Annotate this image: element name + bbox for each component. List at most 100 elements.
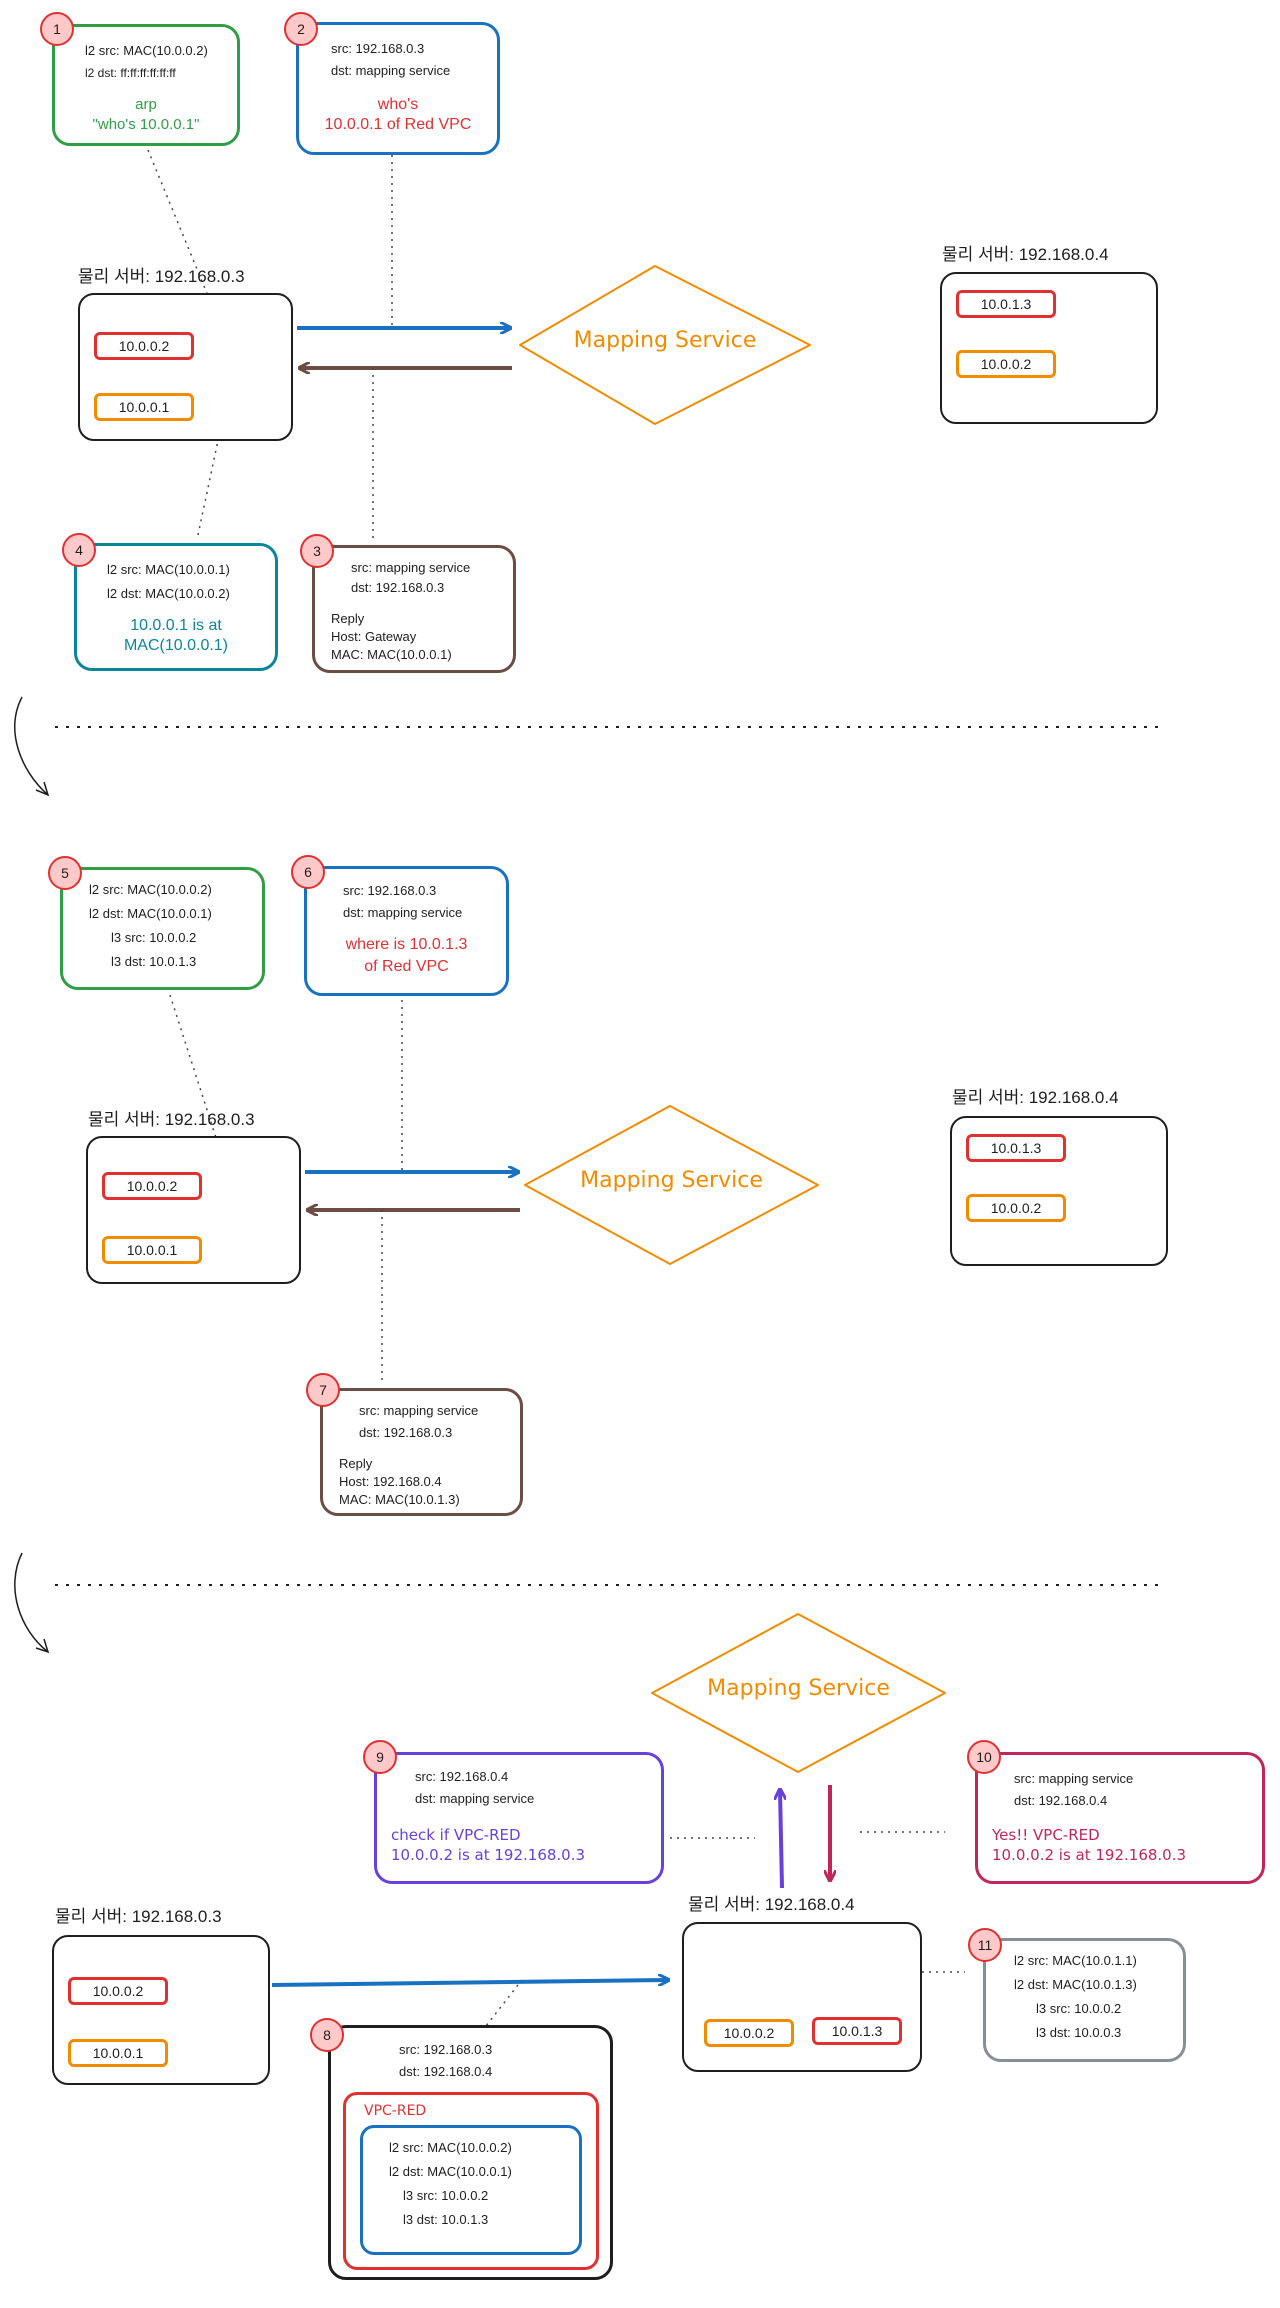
- packet-box-5: l2 src: MAC(10.0.0.2) l2 dst: MAC(10.0.0…: [60, 867, 265, 990]
- box3-line2: dst: 192.168.0.3: [351, 580, 445, 595]
- box8-line5: l3 src: 10.0.0.2: [403, 2188, 489, 2203]
- box3-line3: Reply: [331, 611, 365, 626]
- flow-curve-1: [14, 696, 49, 796]
- step-badge-8: 8: [310, 2018, 344, 2052]
- ip-chip-10-0-0-2: 10.0.0.2: [956, 350, 1056, 378]
- server-label-right-1: 물리 서버: 192.168.0.4: [942, 245, 1109, 264]
- step-badge-7: 7: [306, 1373, 340, 1407]
- box9-line4: 10.0.0.2 is at 192.168.0.3: [391, 1846, 586, 1864]
- step-badge-3: 3: [300, 534, 334, 568]
- server-label-right-3: 물리 서버: 192.168.0.4: [688, 1895, 855, 1914]
- box7-line1: src: mapping service: [359, 1403, 479, 1418]
- box10-line4: 10.0.0.2 is at 192.168.0.3: [992, 1846, 1187, 1864]
- step-badge-10: 10: [967, 1740, 1001, 1774]
- ip-chip-10-0-0-1: 10.0.0.1: [94, 393, 194, 421]
- packet-box-2: src: 192.168.0.3 dst: mapping service wh…: [296, 22, 500, 155]
- ip-chip-10-0-0-2: 10.0.0.2: [68, 1977, 168, 2005]
- box5-line2: l2 dst: MAC(10.0.0.1): [89, 906, 212, 921]
- mapping-service-shape-1: [519, 265, 811, 425]
- step-badge-1: 1: [40, 12, 74, 46]
- packet-box-6: src: 192.168.0.3 dst: mapping service wh…: [304, 866, 509, 996]
- ip-chip-10-0-1-3: 10.0.1.3: [966, 1134, 1066, 1162]
- box6-line2: dst: mapping service: [343, 905, 463, 920]
- step-badge-9: 9: [363, 1740, 397, 1774]
- packet-box-7: src: mapping service dst: 192.168.0.3 Re…: [320, 1388, 523, 1516]
- box2-line3: who's: [377, 96, 419, 113]
- box8-line6: l3 dst: 10.0.1.3: [403, 2212, 489, 2227]
- box3-line5: MAC: MAC(10.0.0.1): [331, 647, 452, 662]
- box10-line1: src: mapping service: [1014, 1771, 1134, 1786]
- arrow-tunnel: [271, 1980, 668, 1987]
- ip-chip-10-0-0-2: 10.0.0.2: [966, 1194, 1066, 1222]
- ip-chip-10-0-0-1: 10.0.0.1: [68, 2039, 168, 2067]
- server-left-3: 10.0.0.2 10.0.0.1: [52, 1935, 270, 2085]
- box1-line3: arp: [135, 96, 157, 113]
- box6-line3: where is 10.0.1.3: [345, 936, 468, 953]
- box11-line1: l2 src: MAC(10.0.1.1): [1014, 1953, 1137, 1968]
- arrow-check: [780, 1790, 782, 1889]
- ip-chip-10-0-0-2: 10.0.0.2: [704, 2019, 794, 2047]
- step-badge-11: 11: [968, 1928, 1002, 1962]
- packet-box-4: l2 src: MAC(10.0.0.1) l2 dst: MAC(10.0.0…: [74, 543, 278, 671]
- mapping-service-label-3: Mapping Service: [707, 1676, 890, 1701]
- box11-line2: l2 dst: MAC(10.0.1.3): [1014, 1977, 1137, 1992]
- ip-chip-10-0-0-2: 10.0.0.2: [102, 1172, 202, 1200]
- ip-chip-10-0-1-3: 10.0.1.3: [956, 290, 1056, 318]
- box1-line2: l2 dst: ff:ff:ff:ff:ff:ff: [85, 66, 176, 80]
- step-badge-2: 2: [284, 12, 318, 46]
- ip-chip-10-0-0-2: 10.0.0.2: [94, 332, 194, 360]
- flow-curve-2: [14, 1552, 49, 1653]
- box5-line4: l3 dst: 10.0.1.3: [111, 954, 197, 969]
- inner-packet-frame: l2 src: MAC(10.0.0.2) l2 dst: MAC(10.0.0…: [360, 2125, 582, 2255]
- box6-line1: src: 192.168.0.3: [343, 883, 437, 898]
- box3-line1: src: mapping service: [351, 560, 471, 575]
- server-label-left-1: 물리 서버: 192.168.0.3: [78, 267, 245, 286]
- box2-line4: 10.0.0.1 of Red VPC: [324, 116, 472, 133]
- server-label-left-2: 물리 서버: 192.168.0.3: [88, 1110, 255, 1129]
- box4-line3: 10.0.0.1 is at: [130, 617, 222, 634]
- step-badge-6: 6: [291, 855, 325, 889]
- box1-line1: l2 src: MAC(10.0.0.2): [85, 43, 208, 58]
- box5-line3: l3 src: 10.0.0.2: [111, 930, 197, 945]
- server-right-1: 10.0.1.3 10.0.0.2: [940, 272, 1158, 424]
- server-label-right-2: 물리 서버: 192.168.0.4: [952, 1088, 1119, 1107]
- step-badge-4: 4: [62, 533, 96, 567]
- packet-box-8: src: 192.168.0.3 dst: 192.168.0.4 VPC-RE…: [328, 2025, 613, 2280]
- box11-line3: l3 src: 10.0.0.2: [1036, 2001, 1122, 2016]
- step-badge-5: 5: [48, 856, 82, 890]
- packet-box-9: src: 192.168.0.4 dst: mapping service ch…: [374, 1752, 664, 1884]
- box9-line2: dst: mapping service: [415, 1791, 535, 1806]
- box7-line3: Reply: [339, 1456, 373, 1471]
- vpc-red-frame: VPC-RED l2 src: MAC(10.0.0.2) l2 dst: MA…: [343, 2092, 599, 2270]
- box4-line4: MAC(10.0.0.1): [123, 637, 229, 654]
- packet-box-10: src: mapping service dst: 192.168.0.4 Ye…: [975, 1752, 1265, 1884]
- box7-line2: dst: 192.168.0.3: [359, 1425, 453, 1440]
- ip-chip-10-0-1-3: 10.0.1.3: [812, 2017, 902, 2045]
- box9-line1: src: 192.168.0.4: [415, 1769, 509, 1784]
- packet-box-1: l2 src: MAC(10.0.0.2) l2 dst: ff:ff:ff:f…: [52, 24, 240, 146]
- box8-line1: src: 192.168.0.3: [399, 2042, 493, 2057]
- box8-line3: l2 src: MAC(10.0.0.2): [389, 2140, 512, 2155]
- box7-line4: Host: 192.168.0.4: [339, 1474, 442, 1489]
- server-left-2: 10.0.0.2 10.0.0.1: [86, 1136, 301, 1284]
- box5-line1: l2 src: MAC(10.0.0.2): [89, 882, 212, 897]
- packet-box-11: l2 src: MAC(10.0.1.1) l2 dst: MAC(10.0.1…: [983, 1938, 1186, 2062]
- box9-line3: check if VPC-RED: [391, 1826, 521, 1844]
- box4-line1: l2 src: MAC(10.0.0.1): [107, 562, 230, 577]
- packet-box-3: src: mapping service dst: 192.168.0.3 Re…: [312, 545, 516, 673]
- box7-line5: MAC: MAC(10.0.1.3): [339, 1492, 460, 1507]
- box11-line4: l3 dst: 10.0.0.3: [1036, 2025, 1122, 2040]
- mapping-service-shape-2: [524, 1105, 819, 1265]
- box4-line2: l2 dst: MAC(10.0.0.2): [107, 586, 230, 601]
- vpc-red-label: VPC-RED: [364, 2103, 427, 2119]
- mapping-service-label-2: Mapping Service: [580, 1168, 763, 1193]
- mapping-service-label-1: Mapping Service: [573, 328, 757, 353]
- ip-chip-10-0-0-1: 10.0.0.1: [102, 1236, 202, 1264]
- server-right-3: 10.0.0.2 10.0.1.3: [682, 1922, 922, 2072]
- box10-line3: Yes!! VPC-RED: [992, 1826, 1100, 1844]
- box1-line4: "who's 10.0.0.1": [92, 116, 200, 133]
- server-left-1: 10.0.0.2 10.0.0.1: [78, 293, 293, 441]
- box2-line1: src: 192.168.0.3: [331, 41, 425, 56]
- box10-line2: dst: 192.168.0.4: [1014, 1793, 1108, 1808]
- box2-line2: dst: mapping service: [331, 63, 451, 78]
